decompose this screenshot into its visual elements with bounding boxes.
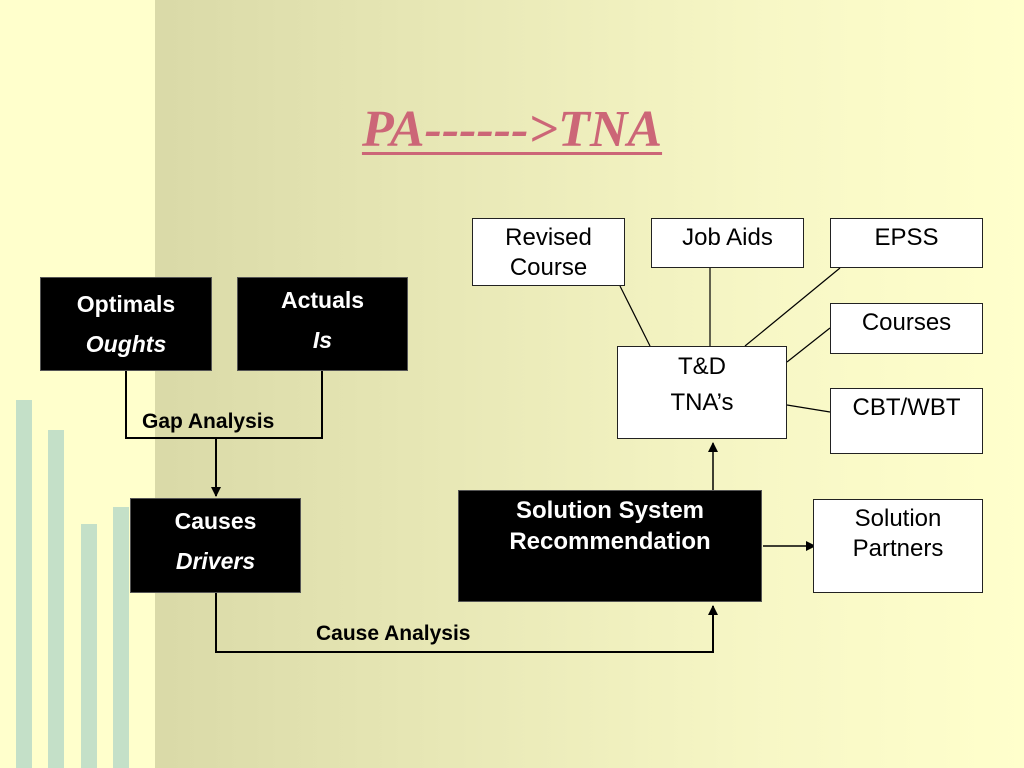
solution-system-box: Solution System Recommendation bbox=[458, 490, 762, 602]
tnas-label: TNA’s bbox=[670, 389, 734, 416]
optimals-label: Optimals bbox=[76, 291, 176, 317]
td-to-courses-line bbox=[786, 327, 831, 363]
epss-label: EPSS bbox=[874, 224, 939, 251]
td-label: T&D bbox=[678, 353, 726, 380]
cause-analysis-connector bbox=[215, 593, 718, 653]
courses-box: Courses bbox=[830, 303, 983, 354]
actuals-label: Actuals bbox=[280, 287, 365, 313]
is-label: Is bbox=[312, 327, 333, 353]
job-aids-box: Job Aids bbox=[651, 218, 804, 268]
decorative-bar-1 bbox=[16, 400, 32, 768]
solution-partners-box: Solution Partners bbox=[813, 499, 983, 593]
partners-label: Partners bbox=[852, 535, 944, 562]
td-to-revised-course-line bbox=[619, 285, 651, 347]
td-tnas-box: T&D TNA’s bbox=[617, 346, 787, 439]
optimals-box: Optimals Oughts bbox=[40, 277, 212, 371]
courses-label: Courses bbox=[861, 309, 952, 336]
gap-analysis-label: Gap Analysis bbox=[142, 410, 275, 433]
recommendation-label: Recommendation bbox=[509, 528, 711, 555]
decorative-bar-3 bbox=[81, 524, 97, 768]
gap-analysis-bracket bbox=[125, 371, 323, 439]
actuals-box: Actuals Is bbox=[237, 277, 408, 371]
solution-label: Solution bbox=[854, 505, 942, 532]
oughts-label: Oughts bbox=[85, 331, 167, 357]
slide-title: PA------>TNA bbox=[361, 101, 663, 158]
cbt-wbt-box: CBT/WBT bbox=[830, 388, 983, 454]
decorative-bar-4 bbox=[113, 507, 129, 768]
decorative-bar-2 bbox=[48, 430, 64, 768]
cbt-wbt-label: CBT/WBT bbox=[852, 394, 961, 421]
causes-label: Causes bbox=[174, 508, 257, 534]
revised-course-box: Revised Course bbox=[472, 218, 625, 286]
causes-box: Causes Drivers bbox=[130, 498, 301, 593]
job-aids-label: Job Aids bbox=[682, 224, 773, 251]
course-label: Course bbox=[509, 254, 588, 281]
revised-label: Revised bbox=[505, 224, 592, 251]
cause-analysis-label: Cause Analysis bbox=[316, 622, 471, 645]
drivers-label: Drivers bbox=[175, 548, 256, 574]
epss-box: EPSS bbox=[830, 218, 983, 268]
td-to-epss-line bbox=[744, 267, 841, 347]
solution-system-label: Solution System bbox=[515, 497, 705, 524]
td-to-cbt-line bbox=[786, 404, 831, 413]
